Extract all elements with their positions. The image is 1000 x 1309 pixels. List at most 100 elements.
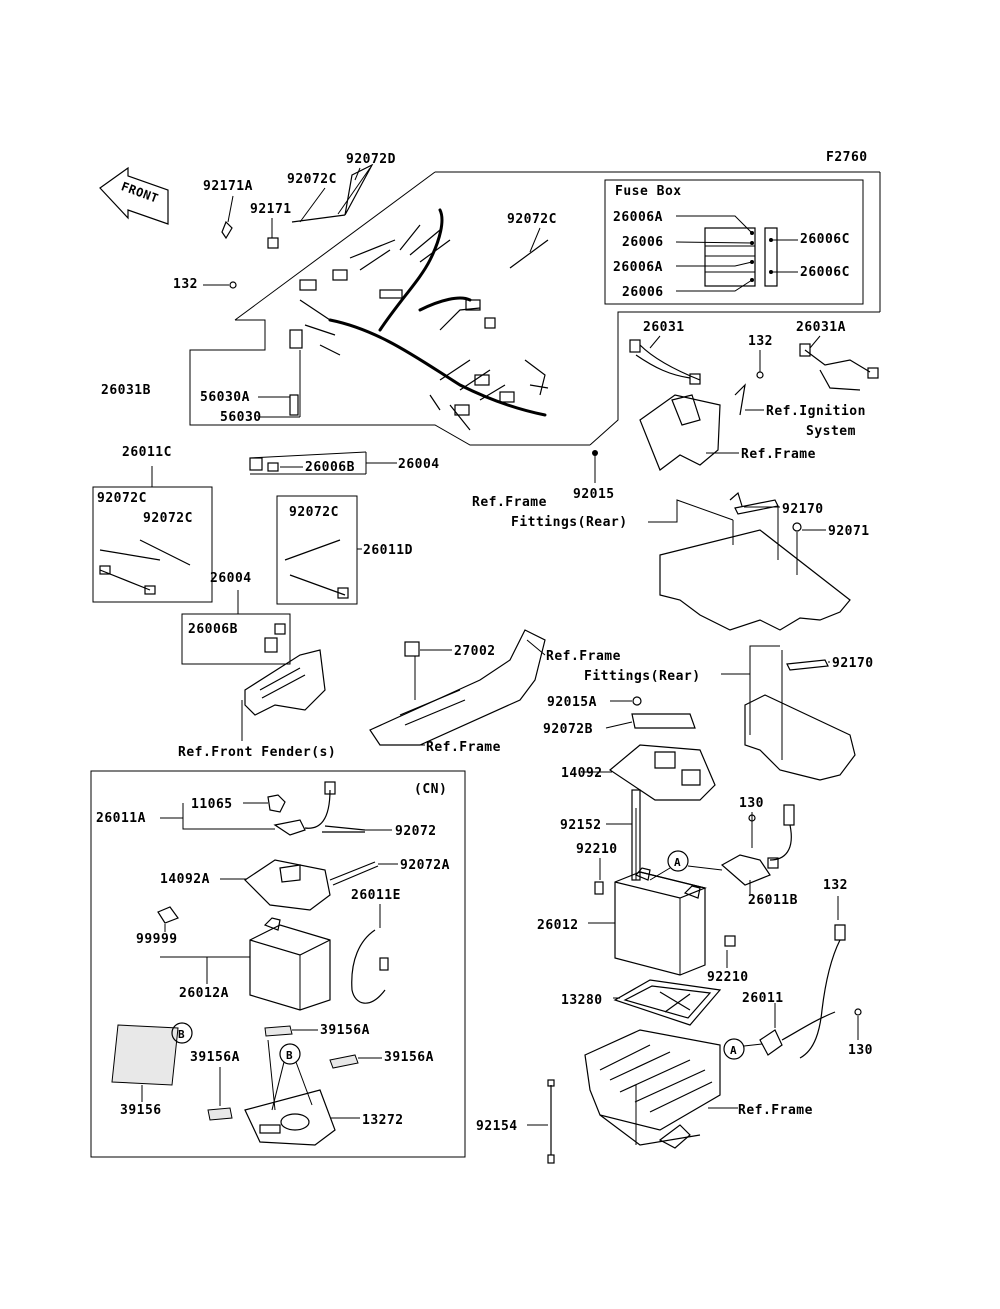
label-92170-a: 92170: [782, 502, 824, 517]
label-92072A: 92072A: [400, 858, 450, 873]
label-26006B-mid: 26006B: [188, 622, 238, 637]
label-56030: 56030: [220, 410, 262, 425]
label-92210-a: 92210: [576, 842, 618, 857]
svg-text:B: B: [178, 1028, 185, 1041]
cn-holder-13272: B: [207, 1025, 382, 1146]
label-26011D: 26011D: [363, 543, 413, 558]
ignition-frame-bracket: [639, 350, 764, 471]
bolt-92154: [527, 1079, 555, 1164]
label-13272: 13272: [362, 1113, 404, 1128]
front-fender-assembly: [181, 590, 326, 741]
fuse-box: Fuse Box 26006A 26006 26006A 26006 26006…: [604, 179, 864, 305]
cn-label: (CN): [414, 782, 447, 797]
main-harness-drawing: [203, 163, 598, 483]
label-92071: 92071: [828, 524, 870, 539]
label-92072C-b2: 92072C: [143, 511, 193, 526]
label-39156: 39156: [120, 1103, 162, 1118]
connector-26031A: [799, 335, 879, 391]
cn-label-99999: [157, 906, 179, 932]
label-26004-top: 26004: [398, 457, 440, 472]
svg-text:B: B: [286, 1049, 293, 1062]
cn-battery-case: [220, 859, 398, 911]
label-ref-frame-fittings-1b: Fittings(Rear): [511, 515, 628, 530]
fuse-label-26006-2: 26006: [622, 285, 664, 300]
callout-A-bottom: A: [723, 1038, 763, 1060]
label-130-b: 130: [848, 1043, 873, 1058]
label-14092: 14092: [561, 766, 603, 781]
label-26031: 26031: [643, 320, 685, 335]
cn-box: [90, 770, 466, 1158]
cn-warning-label: B: [111, 1022, 193, 1102]
cable-26011: [759, 896, 862, 1059]
label-92170-b: 92170: [832, 656, 874, 671]
label-92072B: 92072B: [543, 722, 593, 737]
front-label: FRONT: [119, 179, 160, 205]
label-26012: 26012: [537, 918, 579, 933]
label-130-a: 130: [739, 796, 764, 811]
label-92072D: 92072D: [346, 152, 396, 167]
label-99999: 99999: [136, 932, 178, 947]
label-132-b: 132: [823, 878, 848, 893]
bundle-26011C: [92, 466, 213, 603]
fuse-box-title: Fuse Box: [615, 184, 682, 199]
label-92154: 92154: [476, 1119, 518, 1134]
label-92072C-right: 92072C: [507, 212, 557, 227]
label-ref-frame-2: Ref.Frame: [426, 740, 501, 755]
label-27002: 27002: [454, 644, 496, 659]
label-132-top: 132: [173, 277, 198, 292]
label-26031B: 26031B: [101, 383, 151, 398]
fuse-label-26006A-1: 26006A: [613, 210, 663, 225]
label-ref-frame-fittings-1a: Ref.Frame: [472, 495, 547, 510]
battery-holder-frame: [584, 1029, 738, 1149]
label-ref-frame-fittings-2a: Ref.Frame: [546, 649, 621, 664]
label-92072C-b3: 92072C: [289, 505, 339, 520]
label-56030A: 56030A: [200, 390, 250, 405]
rear-frame-fittings-2: [721, 645, 856, 781]
label-39156A-1: 39156A: [320, 1023, 370, 1038]
fuse-label-26006A-2: 26006A: [613, 260, 663, 275]
label-13280: 13280: [561, 993, 603, 1008]
label-92152: 92152: [560, 818, 602, 833]
label-92072: 92072: [395, 824, 437, 839]
label-ref-front-fender: Ref.Front Fender(s): [178, 745, 336, 760]
label-26011A: 26011A: [96, 811, 146, 826]
battery-26012: [588, 867, 736, 976]
label-11065: 11065: [191, 797, 233, 812]
cn-cable-26011E: [351, 904, 389, 1004]
label-ref-ignition-1: Ref.Ignition: [766, 404, 866, 419]
svg-text:A: A: [730, 1044, 737, 1057]
battery-case-14092: [582, 696, 716, 801]
label-92210-b: 92210: [707, 970, 749, 985]
label-26011: 26011: [742, 991, 784, 1006]
label-ref-ignition-2: System: [806, 424, 856, 439]
label-92171A: 92171A: [203, 179, 253, 194]
frame-rail-27002: [369, 629, 546, 746]
front-arrow-icon: FRONT: [99, 166, 169, 225]
label-ref-frame-1: Ref.Frame: [741, 447, 816, 462]
svg-text:A: A: [674, 856, 681, 869]
label-ref-frame-3: Ref.Frame: [738, 1103, 813, 1118]
label-26011E: 26011E: [351, 888, 401, 903]
rear-frame-fittings-1: [648, 491, 851, 631]
label-26012A: 26012A: [179, 986, 229, 1001]
cn-battery-26012A: [160, 917, 331, 1011]
label-92072C-b1: 92072C: [97, 491, 147, 506]
cn-cable-26011A: [160, 781, 392, 836]
connector-26031: [629, 335, 701, 385]
label-39156A-2: 39156A: [384, 1050, 434, 1065]
harness-panel-outline: [189, 171, 881, 446]
label-92015: 92015: [573, 487, 615, 502]
label-26004-mid: 26004: [210, 571, 252, 586]
cable-26011B: [720, 804, 795, 894]
label-132-mid: 132: [748, 334, 773, 349]
label-26006B-top: 26006B: [305, 460, 355, 475]
label-26011B: 26011B: [748, 893, 798, 908]
fuse-label-26006C-2: 26006C: [800, 265, 850, 280]
label-92072C-top: 92072C: [287, 172, 337, 187]
battery-tray-13280: [613, 979, 722, 1026]
label-39156A-3: 39156A: [190, 1050, 240, 1065]
label-14092A: 14092A: [160, 872, 210, 887]
fuse-label-26006-1: 26006: [622, 235, 664, 250]
label-26031A: 26031A: [796, 320, 846, 335]
